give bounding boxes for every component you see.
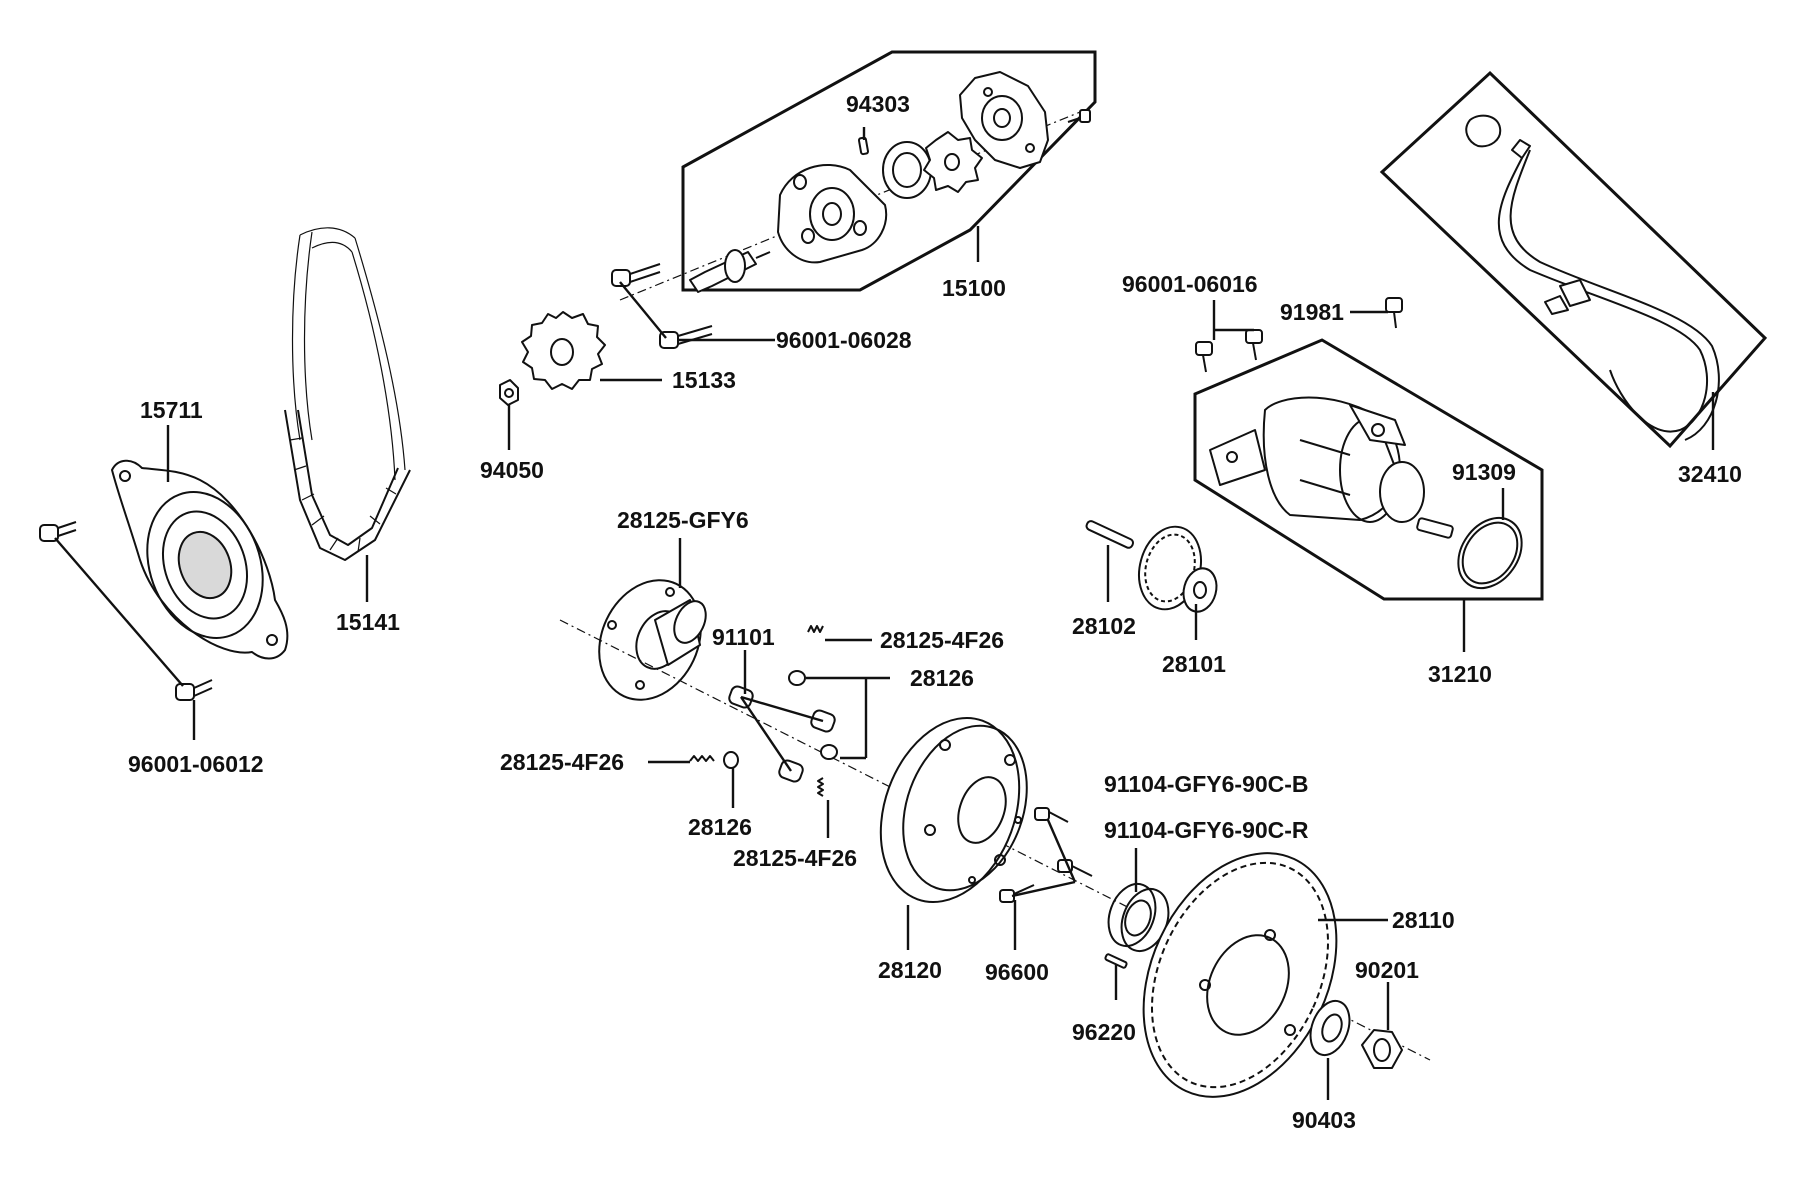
label-91104-b: 91104-GFY6-90C-B (1104, 771, 1309, 797)
label-28125-4f26-left: 28125-4F26 (500, 749, 624, 775)
label-96001-06028: 96001-06028 (776, 327, 912, 353)
leader-lines (54, 127, 1715, 1100)
kit-box-15100 (681, 50, 1097, 292)
label-91981: 91981 (1280, 299, 1344, 325)
label-15133: 15133 (672, 367, 736, 393)
idle-gear-28101 (1138, 525, 1218, 613)
bolt-pair-96001-06012 (39, 521, 213, 701)
label-90403: 90403 (1292, 1107, 1356, 1133)
label-28102: 28102 (1072, 613, 1136, 639)
o-ring-91309 (1457, 516, 1523, 590)
label-28126-bottom: 28126 (688, 814, 752, 840)
label-28125-4f26-bottom: 28125-4F26 (733, 845, 857, 871)
bolts-96001-06016 (1195, 329, 1263, 373)
label-32410: 32410 (1678, 461, 1742, 487)
starter-motor-31210 (1209, 396, 1454, 539)
label-90201: 90201 (1355, 957, 1419, 983)
label-28126-right: 28126 (910, 665, 974, 691)
washer-90403 (1309, 999, 1351, 1057)
gear-28110 (1142, 852, 1338, 1098)
nut-94050 (499, 379, 519, 406)
oil-pump-assembly (619, 71, 1091, 301)
key-96220 (1104, 953, 1128, 969)
label-28125-4f26-top: 28125-4F26 (880, 627, 1004, 653)
label-91101: 91101 (712, 624, 775, 650)
label-28120: 28120 (878, 957, 942, 983)
bolt-pair-96001-06028 (611, 263, 713, 349)
kit-box-32410 (1379, 70, 1768, 449)
springs-28125-4f26 (689, 625, 824, 797)
label-96001-06012: 96001-06012 (128, 751, 264, 777)
label-94303: 94303 (846, 91, 910, 117)
shaft-28102 (1085, 520, 1135, 549)
cable-32410 (1465, 114, 1720, 441)
chain-15141 (284, 227, 411, 561)
part-labels: 94303 15100 96001-06028 15133 94050 1571… (128, 91, 1742, 1133)
kit-box-31210 (1193, 338, 1544, 601)
label-96220: 96220 (1072, 1019, 1136, 1045)
label-31210: 31210 (1428, 661, 1492, 687)
clutch-plate-28125-gfy6 (598, 579, 707, 701)
label-28125-gfy6: 28125-GFY6 (617, 507, 749, 533)
label-28110: 28110 (1392, 907, 1455, 933)
label-28101: 28101 (1162, 651, 1226, 677)
label-96001-06016: 96001-06016 (1122, 271, 1258, 297)
label-15141: 15141 (336, 609, 400, 635)
starter-clutch-28120 (879, 717, 1028, 903)
label-15100: 15100 (942, 275, 1006, 301)
label-91309: 91309 (1452, 459, 1516, 485)
label-96600: 96600 (985, 959, 1049, 985)
label-91104-r: 91104-GFY6-90C-R (1104, 817, 1309, 843)
screw-91981 (1385, 297, 1403, 329)
nut-90201 (1361, 1029, 1403, 1069)
caps-28126 (723, 670, 838, 769)
sprocket-15133 (521, 311, 606, 390)
label-94050: 94050 (480, 457, 544, 483)
cover-15711 (111, 459, 289, 660)
label-15711: 15711 (140, 397, 203, 423)
